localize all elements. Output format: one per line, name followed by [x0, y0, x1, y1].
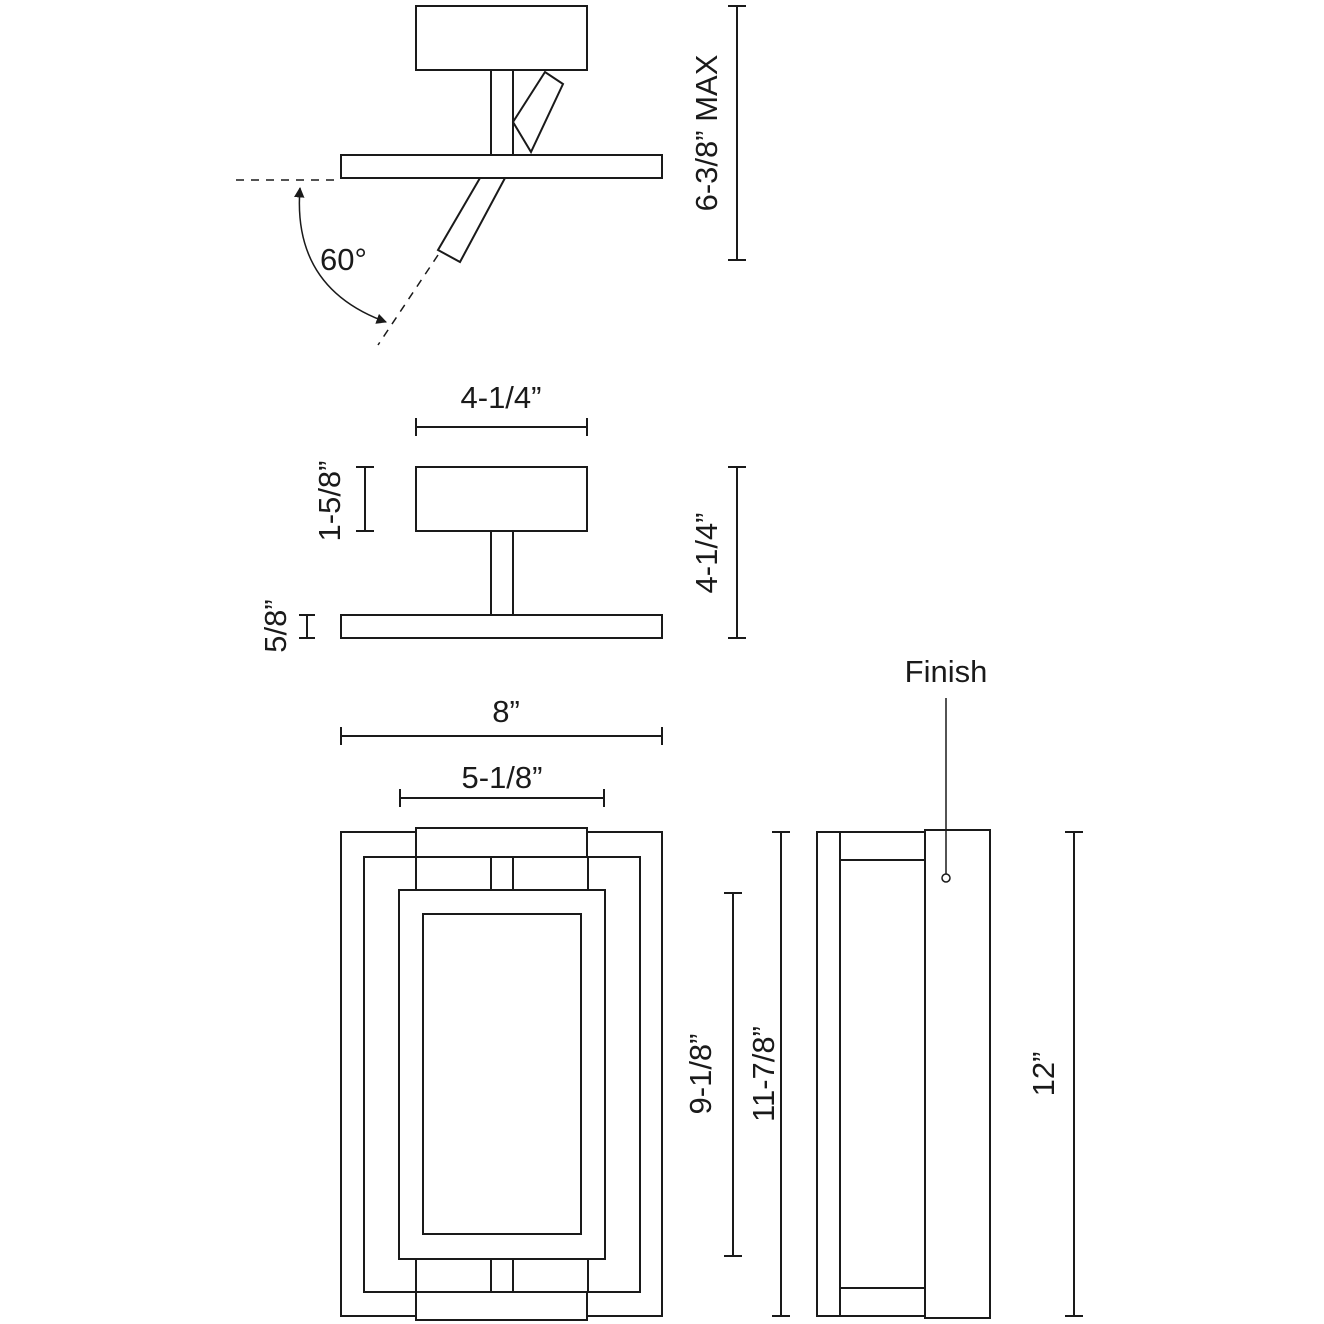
profile-backplate — [924, 829, 991, 1319]
angle-arc — [294, 186, 387, 324]
side-canopy — [415, 466, 588, 532]
front-top-bracket-left — [415, 856, 492, 891]
inner-height-dimension: 9-1/8” — [683, 892, 742, 1257]
front-outer-frame — [340, 827, 663, 1321]
canopy-width-dimension: 4-1/4” — [415, 380, 588, 436]
overall-height-label: 12” — [1026, 1052, 1061, 1097]
inner-width-dimension: 5-1/8” — [399, 760, 605, 807]
plate-thickness-dimension: 5/8” — [258, 599, 315, 653]
angle-reference-line — [377, 254, 439, 346]
finish-callout-dot — [941, 873, 951, 883]
tilt-shade-upper — [511, 70, 565, 155]
finish-label: Finish — [905, 654, 988, 689]
frame-height-dimension: 11-7/8” — [746, 831, 790, 1317]
front-middle-frame — [363, 856, 641, 1293]
tilt-view: 60° 6-3/8” MAX — [236, 5, 746, 346]
canopy-width-label: 4-1/4” — [461, 380, 542, 415]
front-bottom-bracket-left — [415, 1258, 492, 1293]
tilt-height-dimension: 6-3/8” MAX — [689, 5, 746, 261]
tilt-height-label: 6-3/8” MAX — [689, 54, 724, 211]
canopy-height-label: 1-5/8” — [312, 461, 347, 542]
tilt-stem — [490, 69, 514, 156]
angle-label: 60° — [320, 242, 367, 277]
canopy-height-dimension: 1-5/8” — [312, 461, 374, 542]
front-inner-frame — [398, 889, 606, 1260]
profile-frame — [816, 831, 926, 1317]
overall-width-label: 8” — [492, 694, 520, 729]
tilt-canopy — [415, 5, 588, 71]
inner-height-label: 9-1/8” — [683, 1034, 718, 1115]
tilt-plate — [340, 154, 663, 179]
overall-width-dimension: 8” — [340, 694, 663, 745]
side-view: 4-1/4” 1-5/8” 5/8” 4-1/4” — [258, 380, 746, 653]
overall-height-dimension: 12” — [1026, 831, 1083, 1317]
tilt-shade-lower — [436, 177, 507, 264]
front-top-bracket-right — [512, 856, 589, 891]
inner-width-label: 5-1/8” — [462, 760, 543, 795]
total-height-dimension: 4-1/4” — [689, 466, 746, 639]
front-view: 8” 5-1/8” 9-1/8” — [340, 694, 742, 1321]
side-plate — [340, 614, 663, 639]
plate-thickness-label: 5/8” — [258, 599, 293, 652]
profile-view: 11-7/8” Finish 12” — [746, 654, 1083, 1319]
side-stem — [490, 530, 514, 616]
front-bottom-bracket-right — [512, 1258, 589, 1293]
frame-height-label: 11-7/8” — [746, 1026, 781, 1122]
front-diffuser-panel — [422, 913, 582, 1235]
total-height-label: 4-1/4” — [689, 513, 724, 594]
